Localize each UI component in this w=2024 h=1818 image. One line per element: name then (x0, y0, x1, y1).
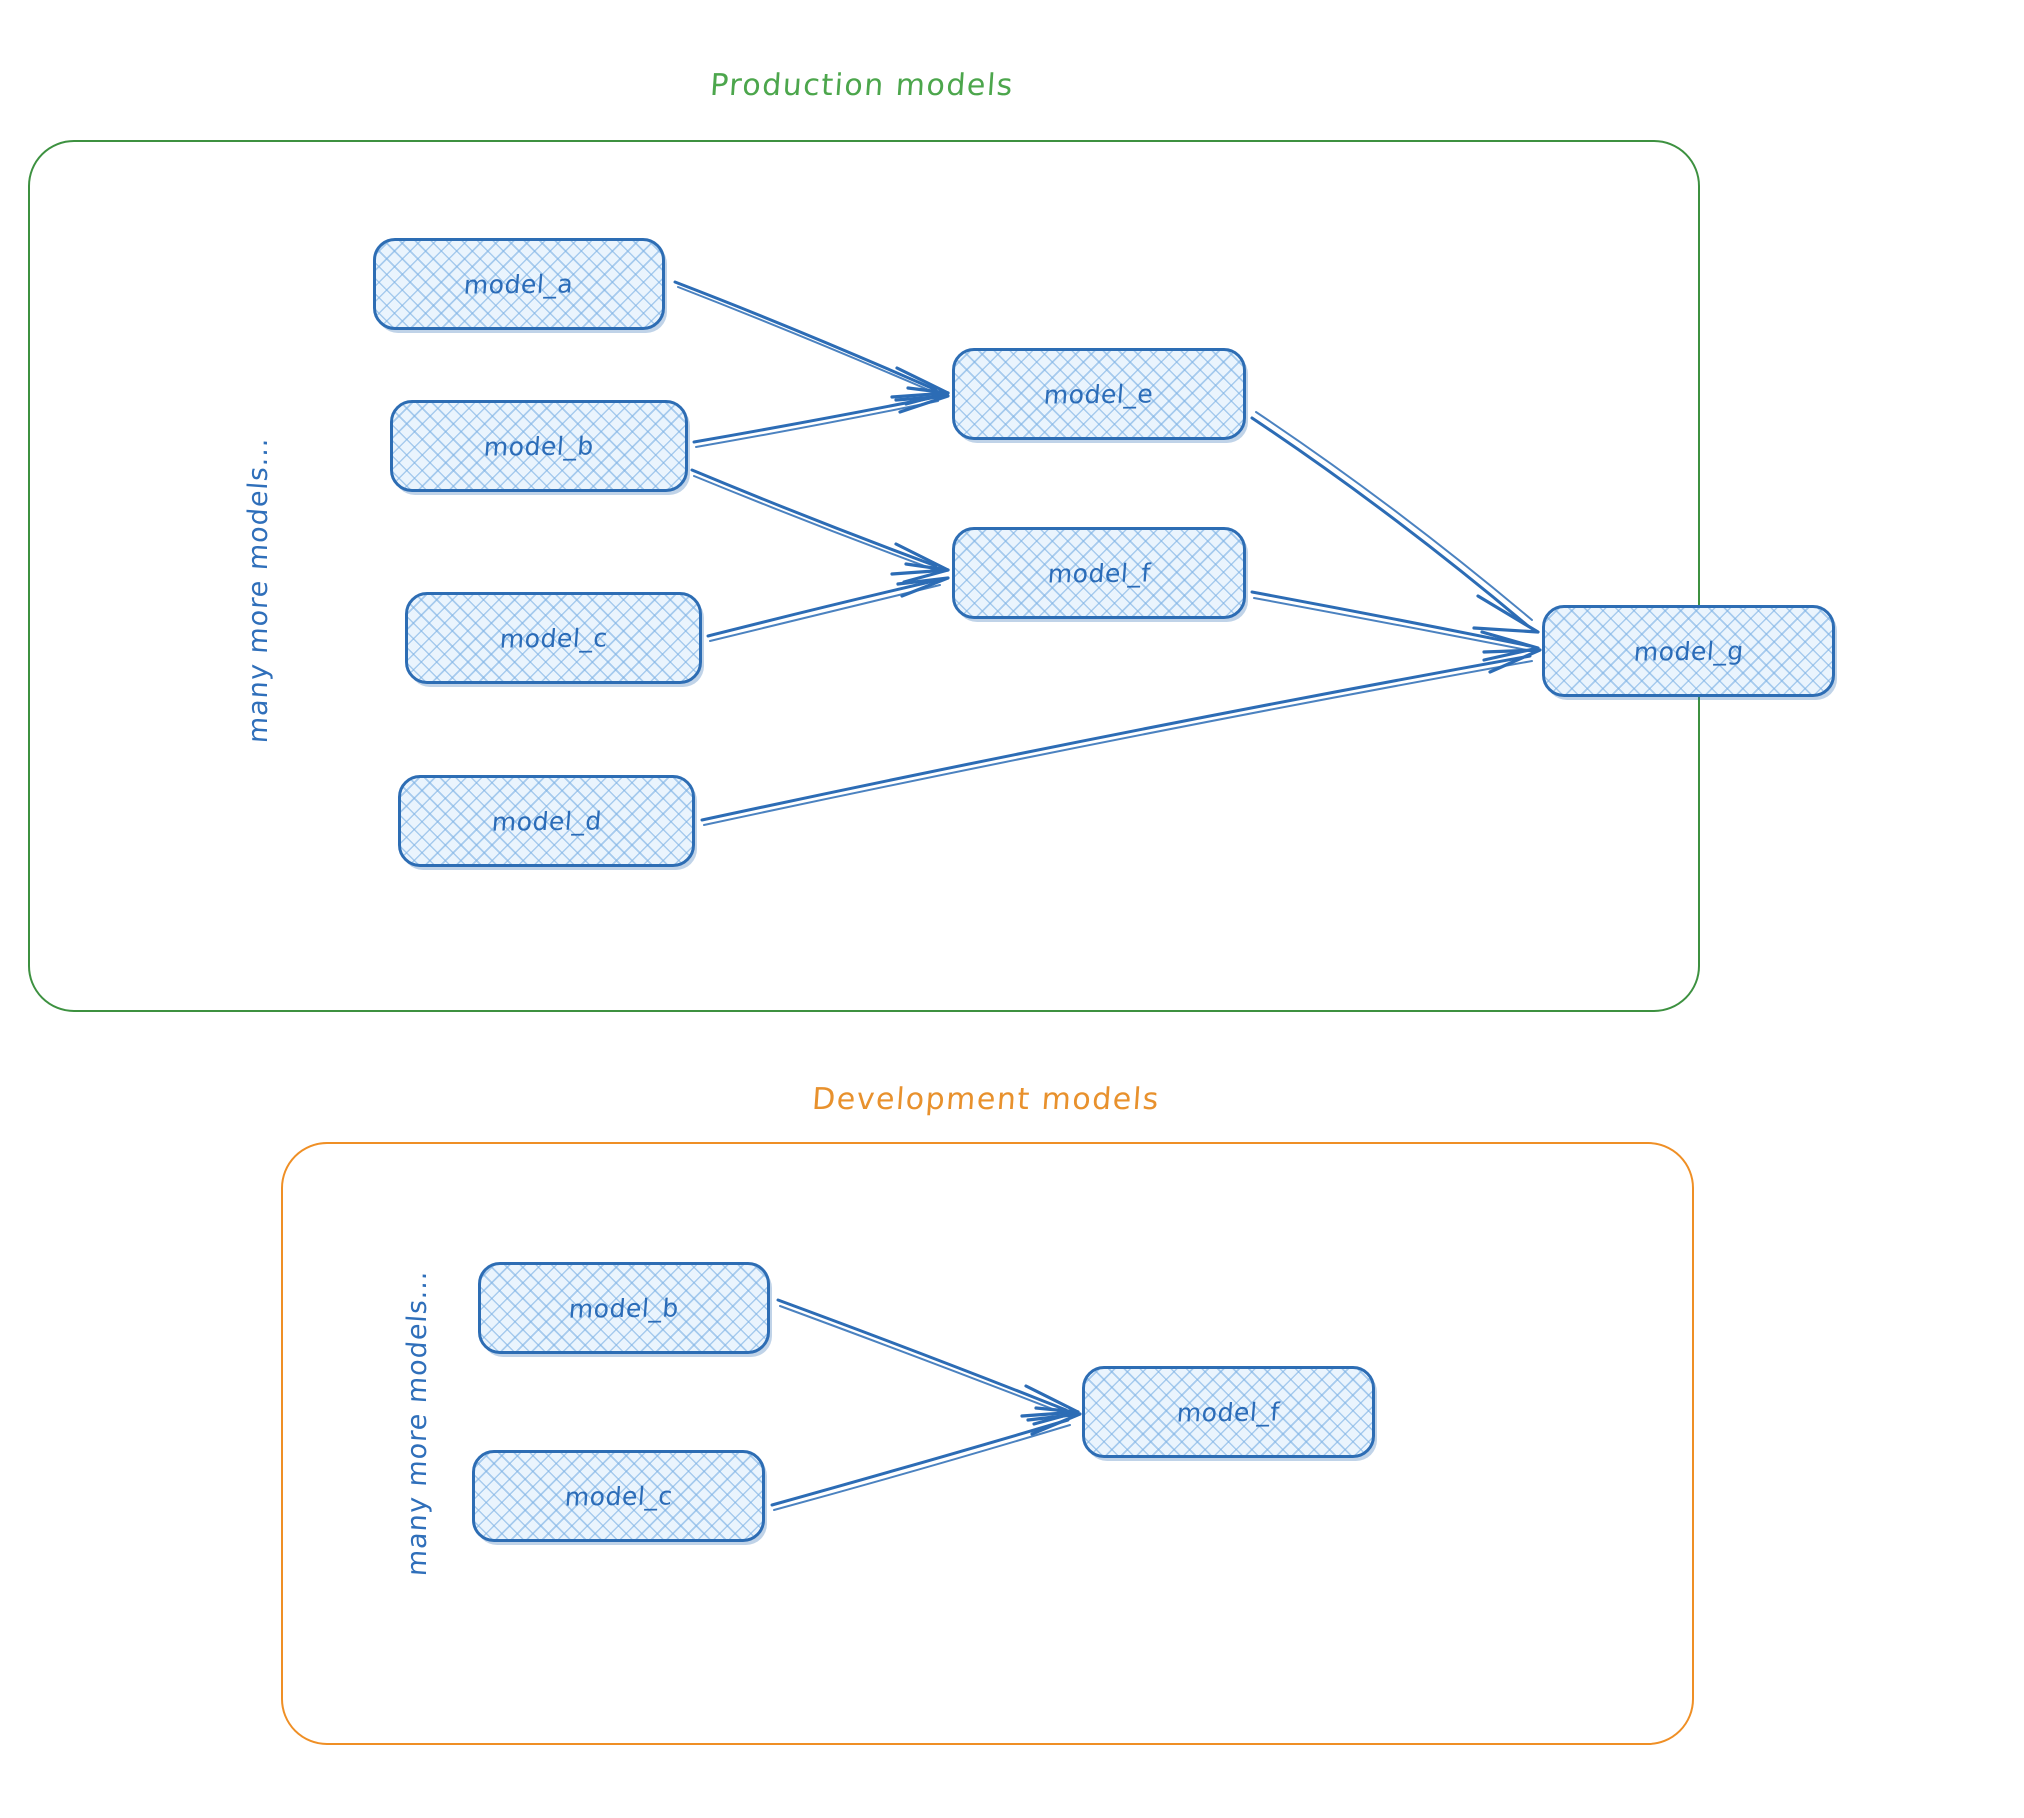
development-models-container (281, 1142, 1694, 1745)
node-label: model_b (482, 430, 596, 462)
node-label: model_d (490, 805, 603, 837)
node-label: model_g (1632, 635, 1745, 667)
node-dev-model-b[interactable]: model_b (478, 1262, 770, 1354)
development-section-title: Development models (810, 1082, 1161, 1117)
node-label: model_f (1046, 557, 1152, 589)
node-label: model_c (563, 1480, 674, 1512)
production-many-more-models-note: many more models... (243, 436, 274, 745)
node-label: model_b (567, 1292, 681, 1324)
node-prod-model-c[interactable]: model_c (405, 592, 702, 684)
node-prod-model-d[interactable]: model_d (398, 775, 695, 867)
production-section-title: Production models (708, 68, 1016, 103)
node-dev-model-f[interactable]: model_f (1082, 1366, 1375, 1458)
node-prod-model-f[interactable]: model_f (952, 527, 1246, 619)
node-dev-model-c[interactable]: model_c (472, 1450, 765, 1542)
node-label: model_a (463, 268, 575, 300)
node-prod-model-g[interactable]: model_g (1542, 605, 1835, 697)
production-models-container (28, 140, 1700, 1012)
node-prod-model-a[interactable]: model_a (373, 238, 665, 330)
development-many-more-models-note: many more models... (402, 1269, 433, 1578)
node-label: model_e (1043, 378, 1155, 410)
node-prod-model-e[interactable]: model_e (952, 348, 1246, 440)
node-label: model_f (1176, 1396, 1281, 1428)
node-prod-model-b[interactable]: model_b (390, 400, 688, 492)
node-label: model_c (498, 622, 609, 654)
